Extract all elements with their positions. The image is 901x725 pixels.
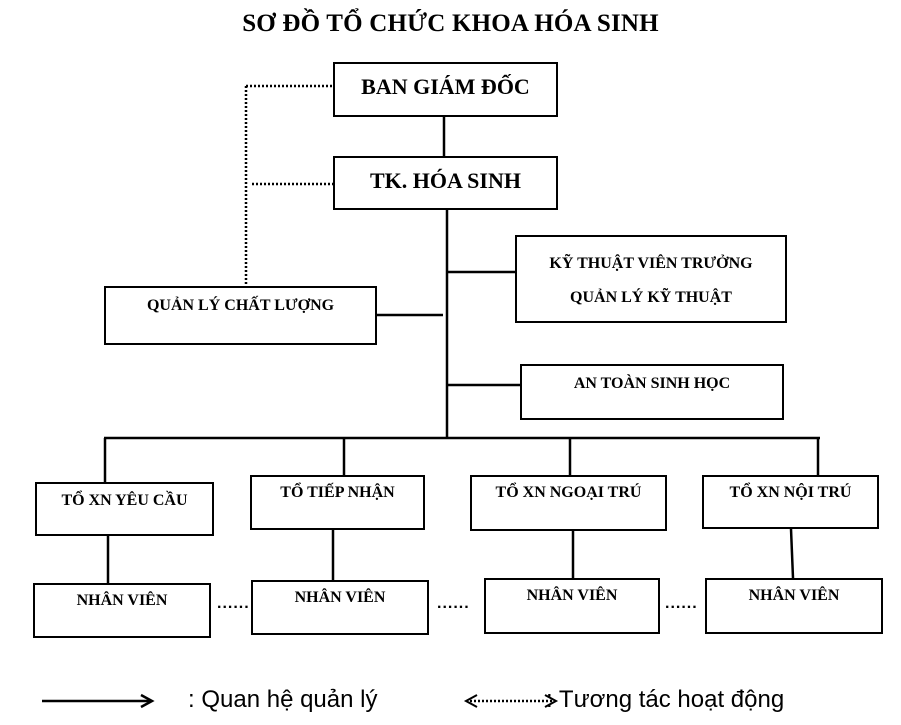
legend-management-label: : Quan hệ quản lý [188, 686, 378, 713]
legend-solid-arrowhead [140, 693, 155, 709]
director-box: BAN GIÁM ĐỐC [333, 62, 558, 117]
staff-box-3: NHÂN VIÊN [484, 578, 660, 634]
team-label-1: TỔ XN YÊU CẦU [61, 492, 188, 509]
staff-box-1: NHÂN VIÊN [33, 583, 211, 638]
quality-label: QUẢN LÝ CHẤT LƯỢNG [146, 297, 335, 314]
quality-box: QUẢN LÝ CHẤT LƯỢNG [104, 286, 377, 345]
staff-label-1: NHÂN VIÊN [76, 592, 168, 609]
legend-dotted-arrowhead-right [544, 694, 559, 708]
team-box-3: TỔ XN NGOẠI TRÚ [470, 475, 667, 531]
director-label: BAN GIÁM ĐỐC [361, 74, 530, 99]
chief-technician-label-1: KỸ THUẬT VIÊN TRƯỞNG [549, 255, 753, 272]
staff-label-3: NHÂN VIÊN [526, 587, 618, 604]
team-box-4: TỔ XN NỘI TRÚ [702, 475, 879, 529]
staff-label-4: NHÂN VIÊN [748, 587, 840, 604]
chief-technician-box: KỸ THUẬT VIÊN TRƯỞNG QUẢN LÝ KỸ THUẬT [515, 235, 787, 323]
staff-label-2: NHÂN VIÊN [294, 589, 386, 606]
ellipsis-3: ...... [665, 595, 698, 612]
ellipsis-2: ...... [437, 595, 470, 612]
staff-connector-4 [789, 528, 795, 579]
team-label-3: TỔ XN NGOẠI TRÚ [495, 484, 642, 501]
staff-box-2: NHÂN VIÊN [251, 580, 429, 635]
ellipsis-1: ...... [217, 595, 250, 612]
head-box: TK. HÓA SINH [333, 156, 558, 210]
chart-title: SƠ ĐỒ TỔ CHỨC KHOA HÓA SINH [242, 10, 659, 37]
chief-technician-label-2: QUẢN LÝ KỸ THUẬT [570, 289, 732, 306]
team-box-1: TỔ XN YÊU CẦU [35, 482, 214, 536]
biosafety-box: AN TOÀN SINH HỌC [520, 364, 784, 420]
team-label-2: TỔ TIẾP NHẬN [280, 484, 395, 501]
biosafety-label: AN TOÀN SINH HỌC [573, 375, 731, 392]
legend-dotted-arrowhead-left [463, 694, 478, 708]
head-label: TK. HÓA SINH [370, 168, 521, 193]
team-label-4: TỔ XN NỘI TRÚ [729, 484, 852, 501]
legend-interaction-label: : Tương tác hoạt động [546, 686, 785, 713]
team-box-2: TỔ TIẾP NHẬN [250, 475, 425, 530]
staff-box-4: NHÂN VIÊN [705, 578, 883, 634]
